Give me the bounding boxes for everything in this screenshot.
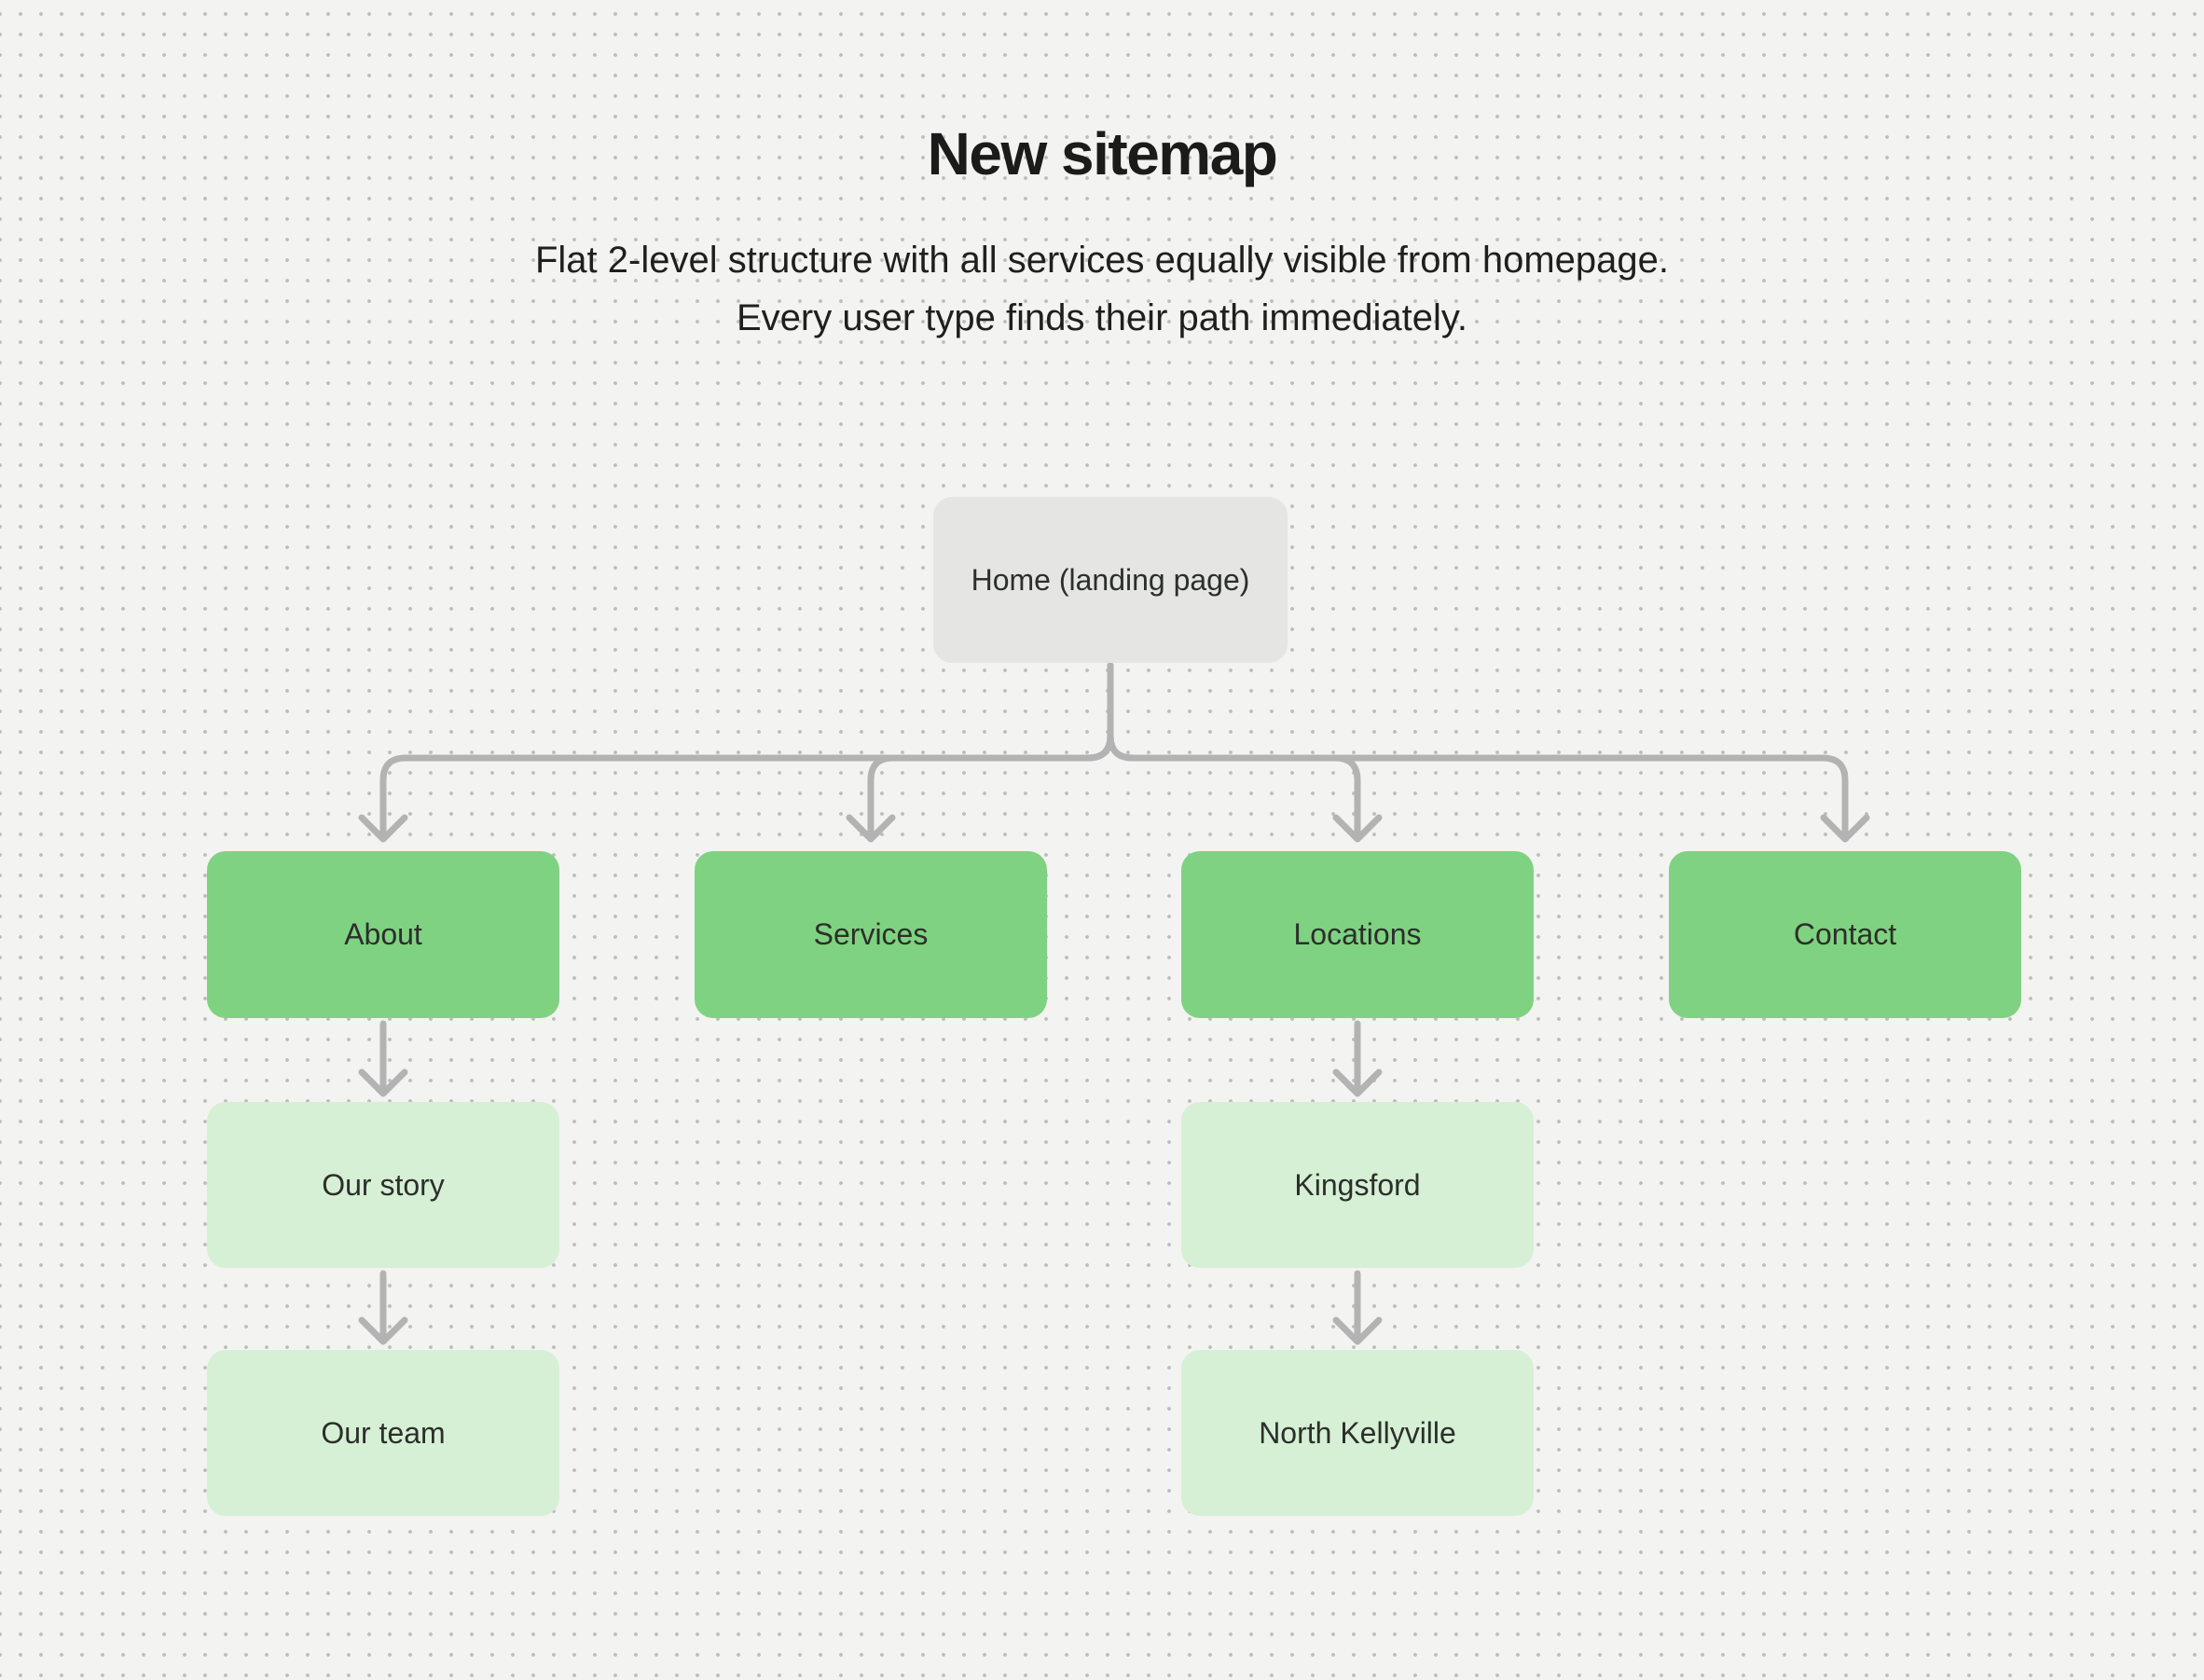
node-contact[interactable]: Contact xyxy=(1669,851,2021,1018)
node-about[interactable]: About xyxy=(207,851,559,1018)
node-home[interactable]: Home (landing page) xyxy=(933,497,1288,663)
node-about-label: About xyxy=(344,917,422,951)
edge-home-about xyxy=(379,662,1114,840)
edge-home-services xyxy=(867,662,1114,840)
edge-home-contact xyxy=(1107,662,1849,840)
arrowhead-contact xyxy=(1820,814,1870,843)
edge-home-locations xyxy=(1107,662,1361,840)
node-services-label: Services xyxy=(813,917,929,951)
arrowhead-our-story xyxy=(358,1068,408,1097)
page-subtitle: Flat 2-level structure with all services… xyxy=(534,240,1670,338)
arrowhead-services xyxy=(846,814,896,843)
node-locations-label: Locations xyxy=(1293,917,1422,951)
arrowhead-our-team xyxy=(358,1316,408,1345)
node-locations[interactable]: Locations xyxy=(1181,851,1534,1018)
node-north-kellyville[interactable]: North Kellyville xyxy=(1181,1350,1534,1516)
arrowhead-north-kellyville xyxy=(1332,1316,1383,1345)
node-kingsford[interactable]: Kingsford xyxy=(1181,1102,1534,1268)
arrowhead-locations xyxy=(1332,814,1383,843)
node-services[interactable]: Services xyxy=(695,851,1047,1018)
node-north-kellyville-label: North Kellyville xyxy=(1259,1415,1456,1450)
node-our-story[interactable]: Our story xyxy=(207,1102,559,1268)
node-contact-label: Contact xyxy=(1793,917,1897,951)
node-our-team[interactable]: Our team xyxy=(207,1350,559,1516)
node-our-story-label: Our story xyxy=(322,1167,445,1202)
arrowhead-about xyxy=(358,814,408,843)
node-kingsford-label: Kingsford xyxy=(1294,1167,1421,1202)
page-title: New sitemap xyxy=(927,120,1278,187)
arrowhead-kingsford xyxy=(1332,1068,1383,1097)
node-home-label: Home (landing page) xyxy=(971,562,1250,597)
node-our-team-label: Our team xyxy=(321,1415,446,1450)
